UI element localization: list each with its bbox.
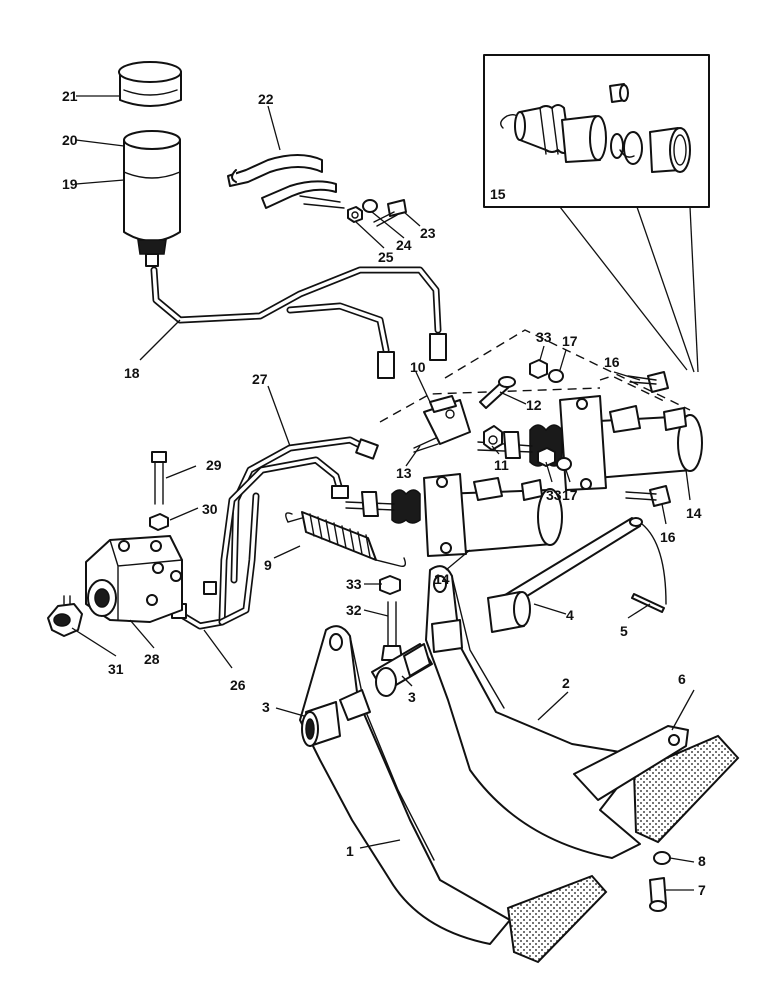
pipe-27: [230, 436, 379, 584]
lock-nut: [483, 425, 503, 451]
callout-14-upper: 14: [686, 505, 702, 521]
assembly-line: [379, 387, 601, 423]
nut-lower: [537, 447, 556, 467]
brake-pedal: [425, 565, 641, 859]
callout-33-stop: 33: [346, 576, 362, 592]
mounting-bolt-upper: [627, 371, 669, 393]
callout-30: 30: [202, 501, 218, 517]
callout-8: 8: [698, 853, 706, 869]
spring-seat: [649, 127, 691, 173]
pressure-switch: [47, 595, 83, 637]
callout-20: 20: [62, 132, 78, 148]
reservoir-cap: [118, 61, 182, 107]
master-cylinder-lower: [345, 473, 563, 557]
spring-washer-lower: [556, 457, 572, 471]
callout-18: 18: [124, 365, 140, 381]
master-cylinder-kit-inset: [483, 54, 710, 373]
pressure-valve: [85, 535, 183, 623]
fluid-reservoir: [118, 61, 182, 267]
extension-washer: [653, 851, 671, 865]
bolt: [373, 199, 407, 227]
spring-washer-upper: [548, 369, 564, 383]
master-cylinder-upper: [477, 395, 703, 491]
nut-upper: [529, 359, 548, 379]
callout-26: 26: [230, 677, 246, 693]
mounting-bolt-lower: [625, 485, 671, 507]
nut: [347, 206, 363, 223]
callout-labels: 21 20 19 22 23 24 25 15 18 10 12 11 13 3…: [62, 88, 706, 898]
pedal-bush-left: [301, 701, 341, 747]
callout-15: 15: [490, 186, 506, 202]
callout-5: 5: [620, 623, 628, 639]
valve-washer: [149, 513, 169, 531]
reservoir-bracket: [227, 154, 345, 209]
callout-14-lower: 14: [434, 571, 450, 587]
callout-11: 11: [494, 457, 509, 473]
roll-pin: [631, 593, 665, 613]
extension-bolt: [649, 877, 667, 912]
callout-17-lower: 17: [562, 487, 578, 503]
callout-27: 27: [252, 371, 268, 387]
callout-33-upper: 33: [536, 329, 552, 345]
bracket-fixings: [347, 199, 407, 227]
callout-7: 7: [698, 882, 706, 898]
callout-4: 4: [566, 607, 574, 623]
pedal-extension: [573, 725, 689, 801]
callout-1: 1: [346, 843, 354, 859]
stop-bolt: [381, 601, 403, 661]
callout-9: 9: [264, 557, 272, 573]
callout-23: 23: [420, 225, 436, 241]
callout-12: 12: [526, 397, 542, 413]
clutch-pedal: [299, 625, 511, 945]
reservoir-body: [123, 130, 181, 267]
callout-31: 31: [108, 661, 124, 677]
pipe-26: [171, 456, 349, 630]
callout-22: 22: [258, 91, 274, 107]
callout-21: 21: [62, 88, 78, 104]
feed-pipe: [150, 266, 447, 379]
pedal-pad-left: [506, 874, 608, 964]
seal-rings: [610, 131, 643, 165]
callout-2: 2: [562, 675, 570, 691]
split-pin: [413, 437, 439, 453]
clevis-pin: [479, 376, 516, 409]
assembly-line: [444, 329, 691, 411]
callout-29: 29: [206, 457, 222, 473]
leader-lines: [71, 95, 695, 891]
callout-3-right: 3: [408, 689, 416, 705]
callout-17-upper: 17: [562, 333, 578, 349]
stop-nut: [379, 575, 401, 595]
callout-16-upper: 16: [604, 354, 620, 370]
callout-25: 25: [378, 249, 394, 265]
callout-3-left: 3: [262, 699, 270, 715]
callout-13: 13: [396, 465, 412, 481]
valve-cap: [609, 83, 629, 103]
callout-33-lower: 33: [546, 487, 562, 503]
spring-washer: [362, 199, 378, 213]
banjo-bolt: [151, 451, 167, 505]
clevis-yoke: [423, 395, 471, 445]
callout-19: 19: [62, 176, 78, 192]
callout-6: 6: [678, 671, 686, 687]
callout-24: 24: [396, 237, 412, 253]
callout-16-lower: 16: [660, 529, 676, 545]
callout-32: 32: [346, 602, 362, 618]
return-spring: [285, 511, 407, 568]
callout-10: 10: [410, 359, 426, 375]
callout-28: 28: [144, 651, 160, 667]
pedal-bush-right: [371, 643, 433, 697]
piston: [561, 115, 607, 163]
dust-boot: [514, 104, 571, 155]
